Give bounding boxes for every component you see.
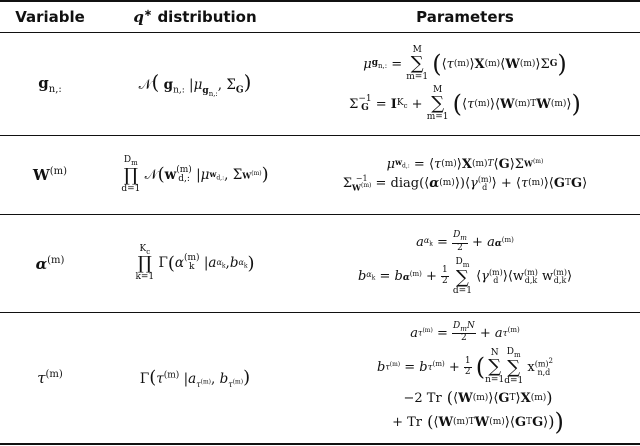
header-distribution: q∗ distribution	[133, 8, 257, 26]
row-rule-1	[0, 135, 640, 136]
row-w-variable: W(m)	[32, 166, 68, 184]
header-parameters: Parameters	[416, 8, 514, 26]
row-alpha-variable: α(m)	[35, 254, 65, 273]
row-rule-2	[0, 214, 640, 215]
row-tau-variable: τ(m)	[37, 369, 63, 387]
bottom-rule	[0, 443, 640, 445]
row-rule-3	[0, 312, 640, 313]
row-tau-distribution: Γ(τ(m) |aτ(m), bτ(m))	[139, 367, 251, 389]
header-variable: Variable	[15, 8, 85, 26]
row-g-distribution: 𝒩( gn,: |μgn,:, ΣG)	[138, 70, 252, 98]
header-rule	[0, 32, 640, 33]
top-rule	[0, 0, 640, 2]
row-g-variable: gn,:	[38, 73, 62, 95]
